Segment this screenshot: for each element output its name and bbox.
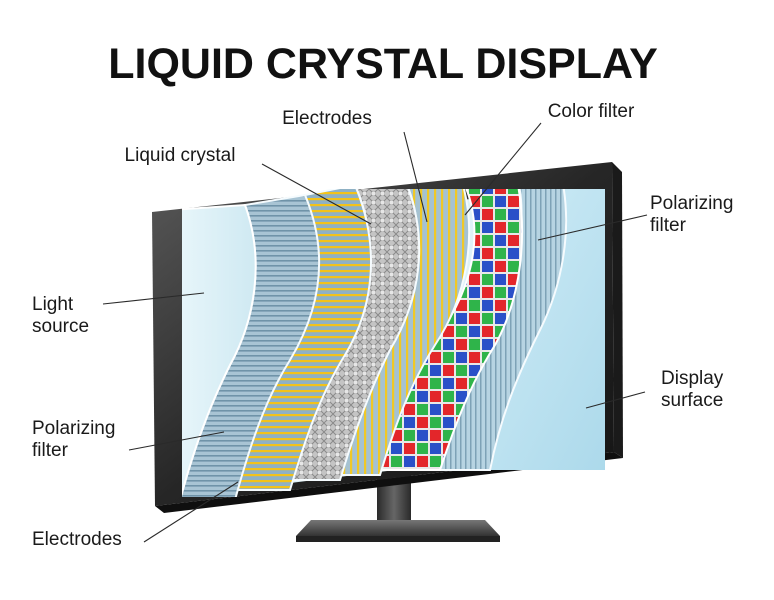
lcd-layers [182,189,605,497]
label-display-surface-2: surface [661,390,723,411]
leader-lines [102,122,648,543]
label-electrodes-bottom: Electrodes [32,529,122,550]
label-liquid-crystal: Liquid crystal [125,145,236,166]
label-light-source-2: source [32,316,89,337]
label-polarizing-right-2: filter [650,215,687,236]
label-polarizing-left-2: filter [32,440,69,461]
labels: Electrodes Color filter Liquid crystal P… [32,101,733,550]
light-source-layer [182,203,257,497]
label-polarizing-left-1: Polarizing [32,418,115,439]
label-display-surface-1: Display [661,368,724,389]
label-electrodes-top: Electrodes [282,108,372,129]
diagram-title: LIQUID CRYSTAL DISPLAY [108,40,658,88]
label-color-filter: Color filter [548,101,635,122]
label-polarizing-right-1: Polarizing [650,193,733,214]
label-light-source-1: Light [32,294,74,315]
